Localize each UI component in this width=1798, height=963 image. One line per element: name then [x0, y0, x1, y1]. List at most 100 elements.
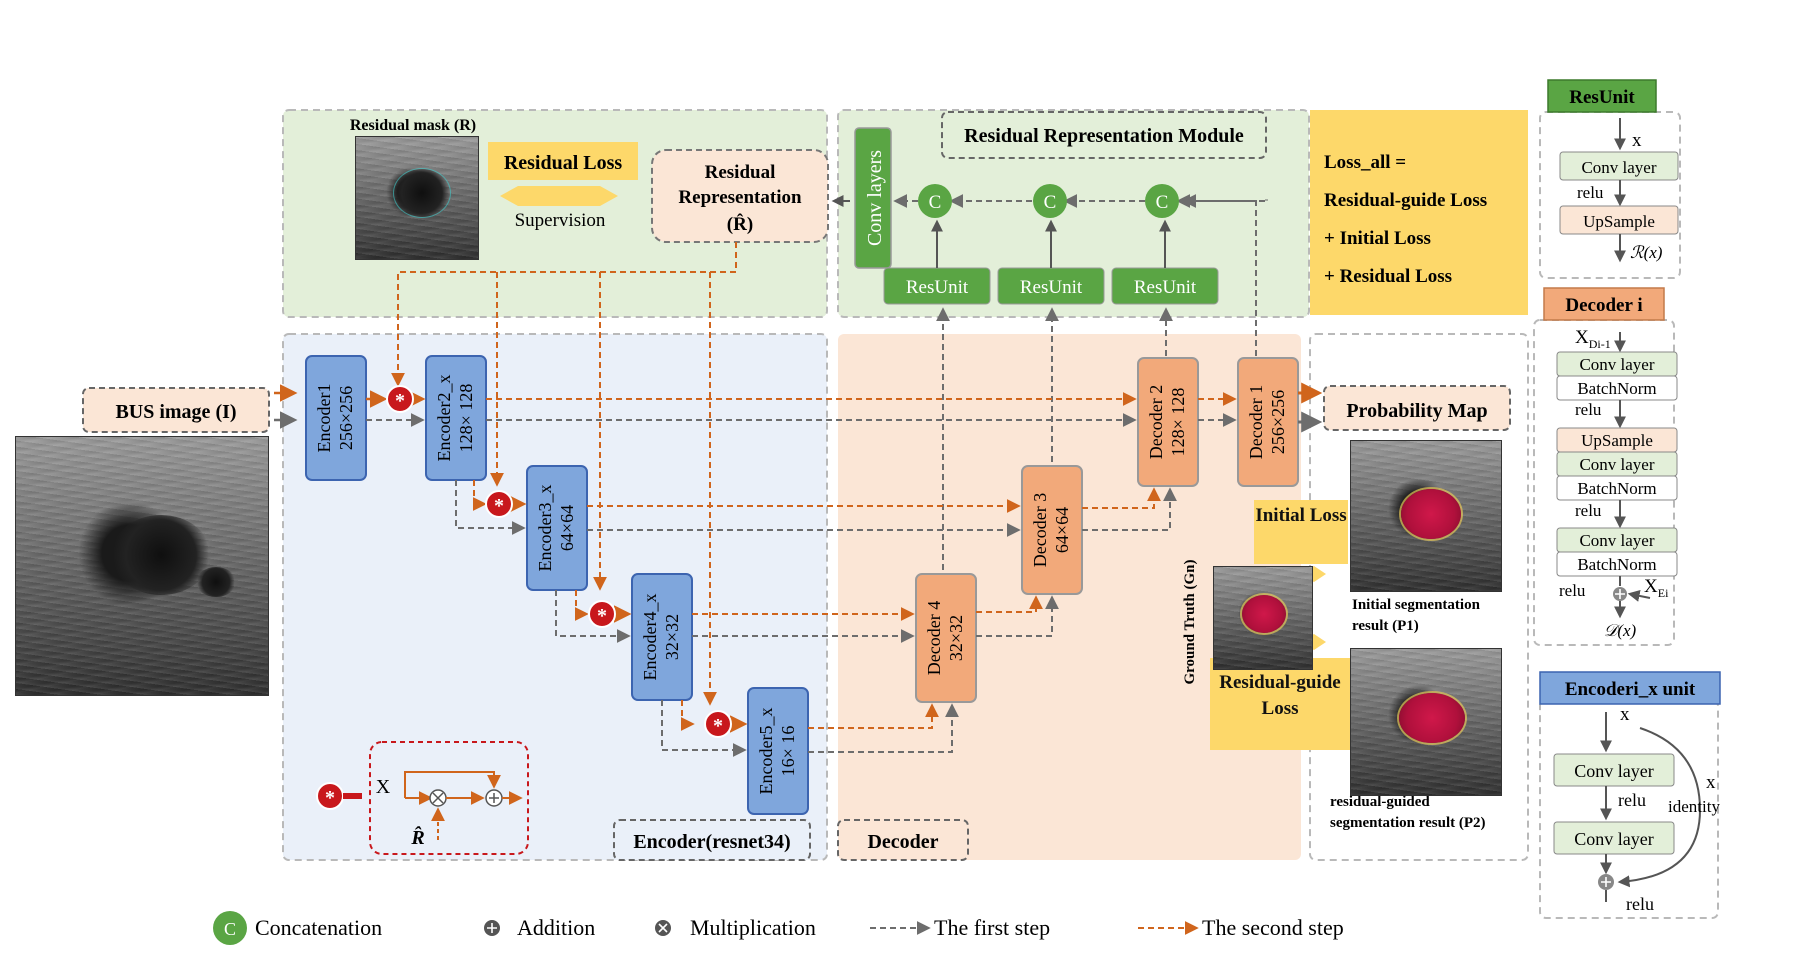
concat-node-2 [1033, 184, 1067, 218]
svg-text:(R̂): (R̂) [727, 214, 753, 235]
rrm-label: Residual Representation Module [964, 125, 1244, 147]
multiply-unit-inset [369, 741, 529, 855]
svg-text:Decoder 2: Decoder 2 [1146, 385, 1166, 459]
multiply-node-1: * [386, 385, 414, 413]
decoder-panel-title: Decoder i [1565, 295, 1642, 316]
multiply-node-3: * [588, 600, 616, 628]
residual-loss-label: Residual Loss [504, 152, 623, 174]
svg-text:*: * [325, 787, 335, 809]
encoder-3: Encoder3_x 64×64 [526, 465, 588, 591]
svg-text:relu: relu [1626, 894, 1654, 914]
encoder-4: Encoder4_x 32×32 [631, 573, 693, 701]
svg-text:Decoder 3: Decoder 3 [1030, 493, 1050, 567]
multiply-node-2: * [485, 490, 513, 518]
svg-text:Initial segmentation: Initial segmentation [1352, 597, 1481, 613]
svg-text:Residual-guide Loss: Residual-guide Loss [1324, 190, 1487, 211]
svg-text:ResUnit: ResUnit [1020, 277, 1083, 298]
svg-text:ℛ(x): ℛ(x) [1630, 243, 1663, 262]
svg-text:XEi: XEi [1644, 576, 1669, 600]
svg-text:BatchNorm: BatchNorm [1577, 379, 1656, 398]
decoder-3: Decoder 3 64×64 [1021, 465, 1083, 595]
svg-text:The first step: The first step [934, 915, 1050, 940]
svg-text:+ Residual Loss: + Residual Loss [1324, 266, 1452, 287]
decoder-1: Decoder 1 256×256 [1237, 357, 1299, 487]
svg-text:x: x [1632, 130, 1642, 151]
legend-concat-label: Concatenation [255, 915, 382, 940]
multiply-node-4: * [704, 710, 732, 738]
svg-text:Conv layer: Conv layer [1579, 531, 1654, 550]
svg-text:identity: identity [1668, 797, 1720, 816]
svg-text:ResUnit: ResUnit [906, 277, 969, 298]
encoder-panel-title: Encoderi_x unit [1565, 679, 1696, 700]
svg-text:32×32: 32×32 [662, 614, 682, 660]
initial-loss-text: Initial Loss [1255, 505, 1347, 526]
decoder-region-label: Decoder [867, 831, 938, 853]
svg-text:64×64: 64×64 [1052, 507, 1072, 553]
svg-text:relu: relu [1575, 400, 1602, 419]
svg-text:XDi-1: XDi-1 [1575, 327, 1611, 351]
svg-text:Decoder 4: Decoder 4 [924, 601, 944, 675]
residual-loss-box [488, 142, 638, 180]
svg-text:128× 128: 128× 128 [456, 384, 476, 453]
svg-text:UpSample: UpSample [1583, 212, 1655, 231]
svg-text:Multiplication: Multiplication [690, 915, 816, 940]
svg-text:Encoder3_x: Encoder3_x [535, 485, 555, 572]
loss-all-box [1310, 110, 1528, 315]
supervision-label: Supervision [515, 210, 606, 231]
svg-text:*: * [494, 495, 504, 517]
svg-text:ResUnit: ResUnit [1134, 277, 1197, 298]
svg-text:C: C [1156, 192, 1169, 213]
svg-text:256×256: 256×256 [336, 386, 356, 450]
svg-text:Encoder4_x: Encoder4_x [640, 594, 660, 681]
svg-text:+ Initial Loss: + Initial Loss [1324, 228, 1431, 249]
conv-layers-block [854, 127, 892, 269]
svg-text:Encoder5_x: Encoder5_x [756, 708, 776, 795]
initial-loss-box [1254, 500, 1348, 564]
svg-text:Loss_all =: Loss_all = [1324, 152, 1406, 173]
svg-text:Addition: Addition [517, 915, 595, 940]
encoder-1: Encoder1 256×256 [305, 355, 367, 481]
residual-mask-label: Residual mask (R) [350, 117, 476, 134]
residual-mask-image [355, 136, 479, 260]
svg-text:relu: relu [1577, 183, 1604, 202]
concat-node-1 [918, 184, 952, 218]
svg-text:Decoder 1: Decoder 1 [1246, 385, 1266, 459]
ground-truth-image [1213, 566, 1313, 670]
conv-layers-label: Conv layers [864, 150, 886, 246]
svg-text:UpSample: UpSample [1581, 431, 1653, 450]
svg-text:32×32: 32×32 [946, 615, 966, 661]
decoder-4: Decoder 4 32×32 [915, 573, 977, 703]
svg-text:128× 128: 128× 128 [1168, 388, 1188, 457]
ground-truth-label: Ground Truth (Gn) [1182, 559, 1198, 684]
svg-text:*: * [395, 390, 405, 412]
svg-text:Conv layer: Conv layer [1574, 761, 1653, 781]
encoder-5: Encoder5_x 16× 16 [747, 687, 809, 815]
svg-text:64×64: 64×64 [557, 505, 577, 551]
svg-text:residual-guided: residual-guided [1330, 794, 1430, 810]
concat-node-3 [1145, 184, 1179, 218]
svg-text:The second step: The second step [1202, 915, 1344, 940]
bus-input-image [15, 436, 269, 696]
initial-segmentation-image [1350, 440, 1502, 592]
svg-text:Representation: Representation [678, 187, 802, 208]
svg-text:C: C [929, 192, 942, 213]
svg-text:Conv layer: Conv layer [1579, 355, 1654, 374]
svg-text:Conv layer: Conv layer [1579, 455, 1654, 474]
svg-text:result (P1): result (P1) [1352, 618, 1419, 634]
svg-text:BatchNorm: BatchNorm [1577, 555, 1656, 574]
supervision-arrow [500, 186, 618, 206]
svg-text:Conv layer: Conv layer [1581, 158, 1656, 177]
probability-map-label: Probability Map [1346, 400, 1487, 422]
residual-segmentation-image [1350, 648, 1502, 796]
svg-text:Conv layer: Conv layer [1574, 829, 1653, 849]
svg-text:C: C [224, 919, 236, 939]
encoder-region-label: Encoder(resnet34) [633, 831, 790, 853]
svg-text:x: x [1706, 772, 1716, 793]
svg-text:*: * [713, 715, 723, 737]
svg-text:relu: relu [1618, 790, 1646, 810]
decoder-2: Decoder 2 128× 128 [1137, 357, 1199, 487]
residual-region-right [837, 109, 1310, 318]
svg-text:Encoder2_x: Encoder2_x [434, 375, 454, 462]
